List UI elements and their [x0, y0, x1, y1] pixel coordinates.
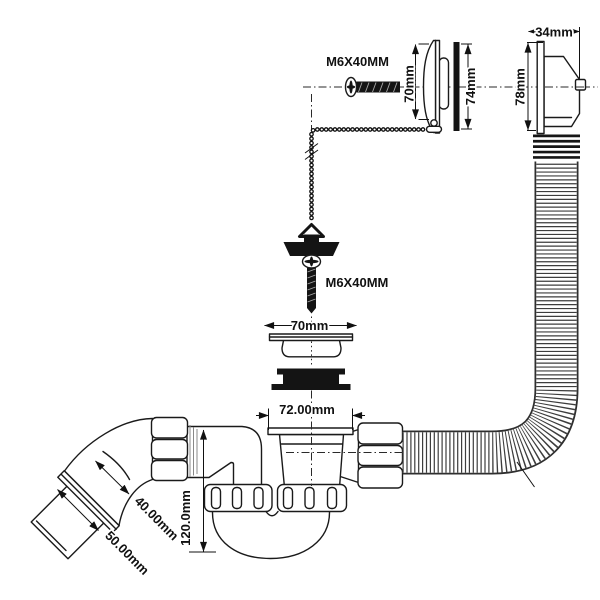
dim-72mm-ext	[268, 408, 353, 430]
nut-band	[357, 466, 404, 489]
elbow-body	[543, 55, 581, 128]
dim-74mm-ext	[461, 43, 472, 130]
dimension-lines	[57, 27, 580, 553]
nut-band	[150, 416, 189, 439]
screw-tip	[307, 308, 316, 314]
flange-cup	[281, 340, 342, 358]
label-trap-height: 120.0mm	[178, 490, 193, 546]
union-nut-right	[276, 483, 348, 513]
screw-threads	[358, 82, 398, 93]
label-overflow-body-height: 78mm	[513, 68, 528, 106]
waste-flange	[268, 333, 354, 358]
trap-inlet-flange	[267, 427, 354, 436]
screw-shaft	[307, 266, 316, 308]
label-overflow-plate-height: 70mm	[402, 65, 417, 103]
screw-threads	[307, 268, 316, 303]
union-nut-left	[203, 483, 273, 513]
bath-plug	[283, 223, 340, 256]
hose-compression-nut	[357, 422, 404, 489]
dim-70mm-plate-ext	[418, 43, 429, 120]
chain-break-mark	[304, 143, 319, 160]
label-overflow-seal-height: 74mm	[463, 68, 478, 106]
nut-band	[357, 444, 404, 467]
chain-beads-inner	[310, 128, 425, 223]
pipe-end-inner-line	[35, 520, 67, 552]
plug-screw	[301, 254, 322, 314]
dim-50mm	[57, 489, 99, 531]
hose-body	[402, 135, 577, 473]
hose-outline	[402, 135, 579, 475]
flexible-hose	[402, 134, 580, 488]
overflow-elbow	[536, 40, 587, 135]
screw-slot-cross	[304, 259, 319, 264]
plate-bracket	[438, 57, 450, 110]
label-outlet-pipe-diameter: 40.00mm	[132, 493, 182, 543]
dim-78mm-ext	[527, 42, 543, 131]
screw-shaft	[356, 81, 400, 93]
nut-band	[150, 438, 189, 460]
nut-slot	[210, 486, 222, 510]
screw-slot-cross	[346, 85, 356, 89]
chain-beads-outer	[309, 127, 426, 224]
elbow-mount-plate	[536, 40, 545, 135]
left-compression-nut	[150, 416, 189, 482]
label-trap-inlet-width: 72.00mm	[279, 402, 335, 417]
nut-slot	[304, 486, 315, 510]
elbow-pivot-nub	[574, 78, 587, 91]
overflow-screw	[344, 76, 400, 98]
nut-slot	[282, 486, 294, 510]
chain-toggle-knob	[430, 119, 438, 127]
plug-neck	[304, 234, 319, 243]
rubber-washer	[271, 368, 351, 390]
chain-toggle-bar	[425, 125, 443, 134]
nut-slot	[231, 486, 243, 510]
nut-hatching	[189, 425, 198, 477]
inlet-elbow-pipe	[186, 425, 263, 487]
overflow-cover-plate	[422, 39, 450, 134]
between-nuts-arc	[265, 510, 279, 517]
label-outlet-collar-diameter: 50.00mm	[102, 528, 152, 578]
nut-band	[357, 422, 404, 445]
label-plug-screw: M6X40MM	[326, 275, 389, 290]
nut-slot	[253, 486, 264, 510]
plate-dome	[422, 39, 437, 134]
trap-assembly	[30, 416, 404, 560]
plug-chain	[304, 119, 443, 224]
nut-slot	[326, 486, 338, 510]
label-overflow-screw: M6X40MM	[326, 54, 389, 69]
dim-40mm	[95, 460, 130, 495]
label-overflow-body-width: 34mm	[535, 25, 573, 40]
nut-band	[150, 459, 189, 482]
plug-body	[283, 242, 340, 256]
overflow-seal-bar	[453, 42, 460, 131]
label-waste-flange-diameter: 70mm	[291, 318, 329, 333]
trap-bowl	[211, 511, 331, 560]
hose-leader-line	[516, 461, 535, 488]
